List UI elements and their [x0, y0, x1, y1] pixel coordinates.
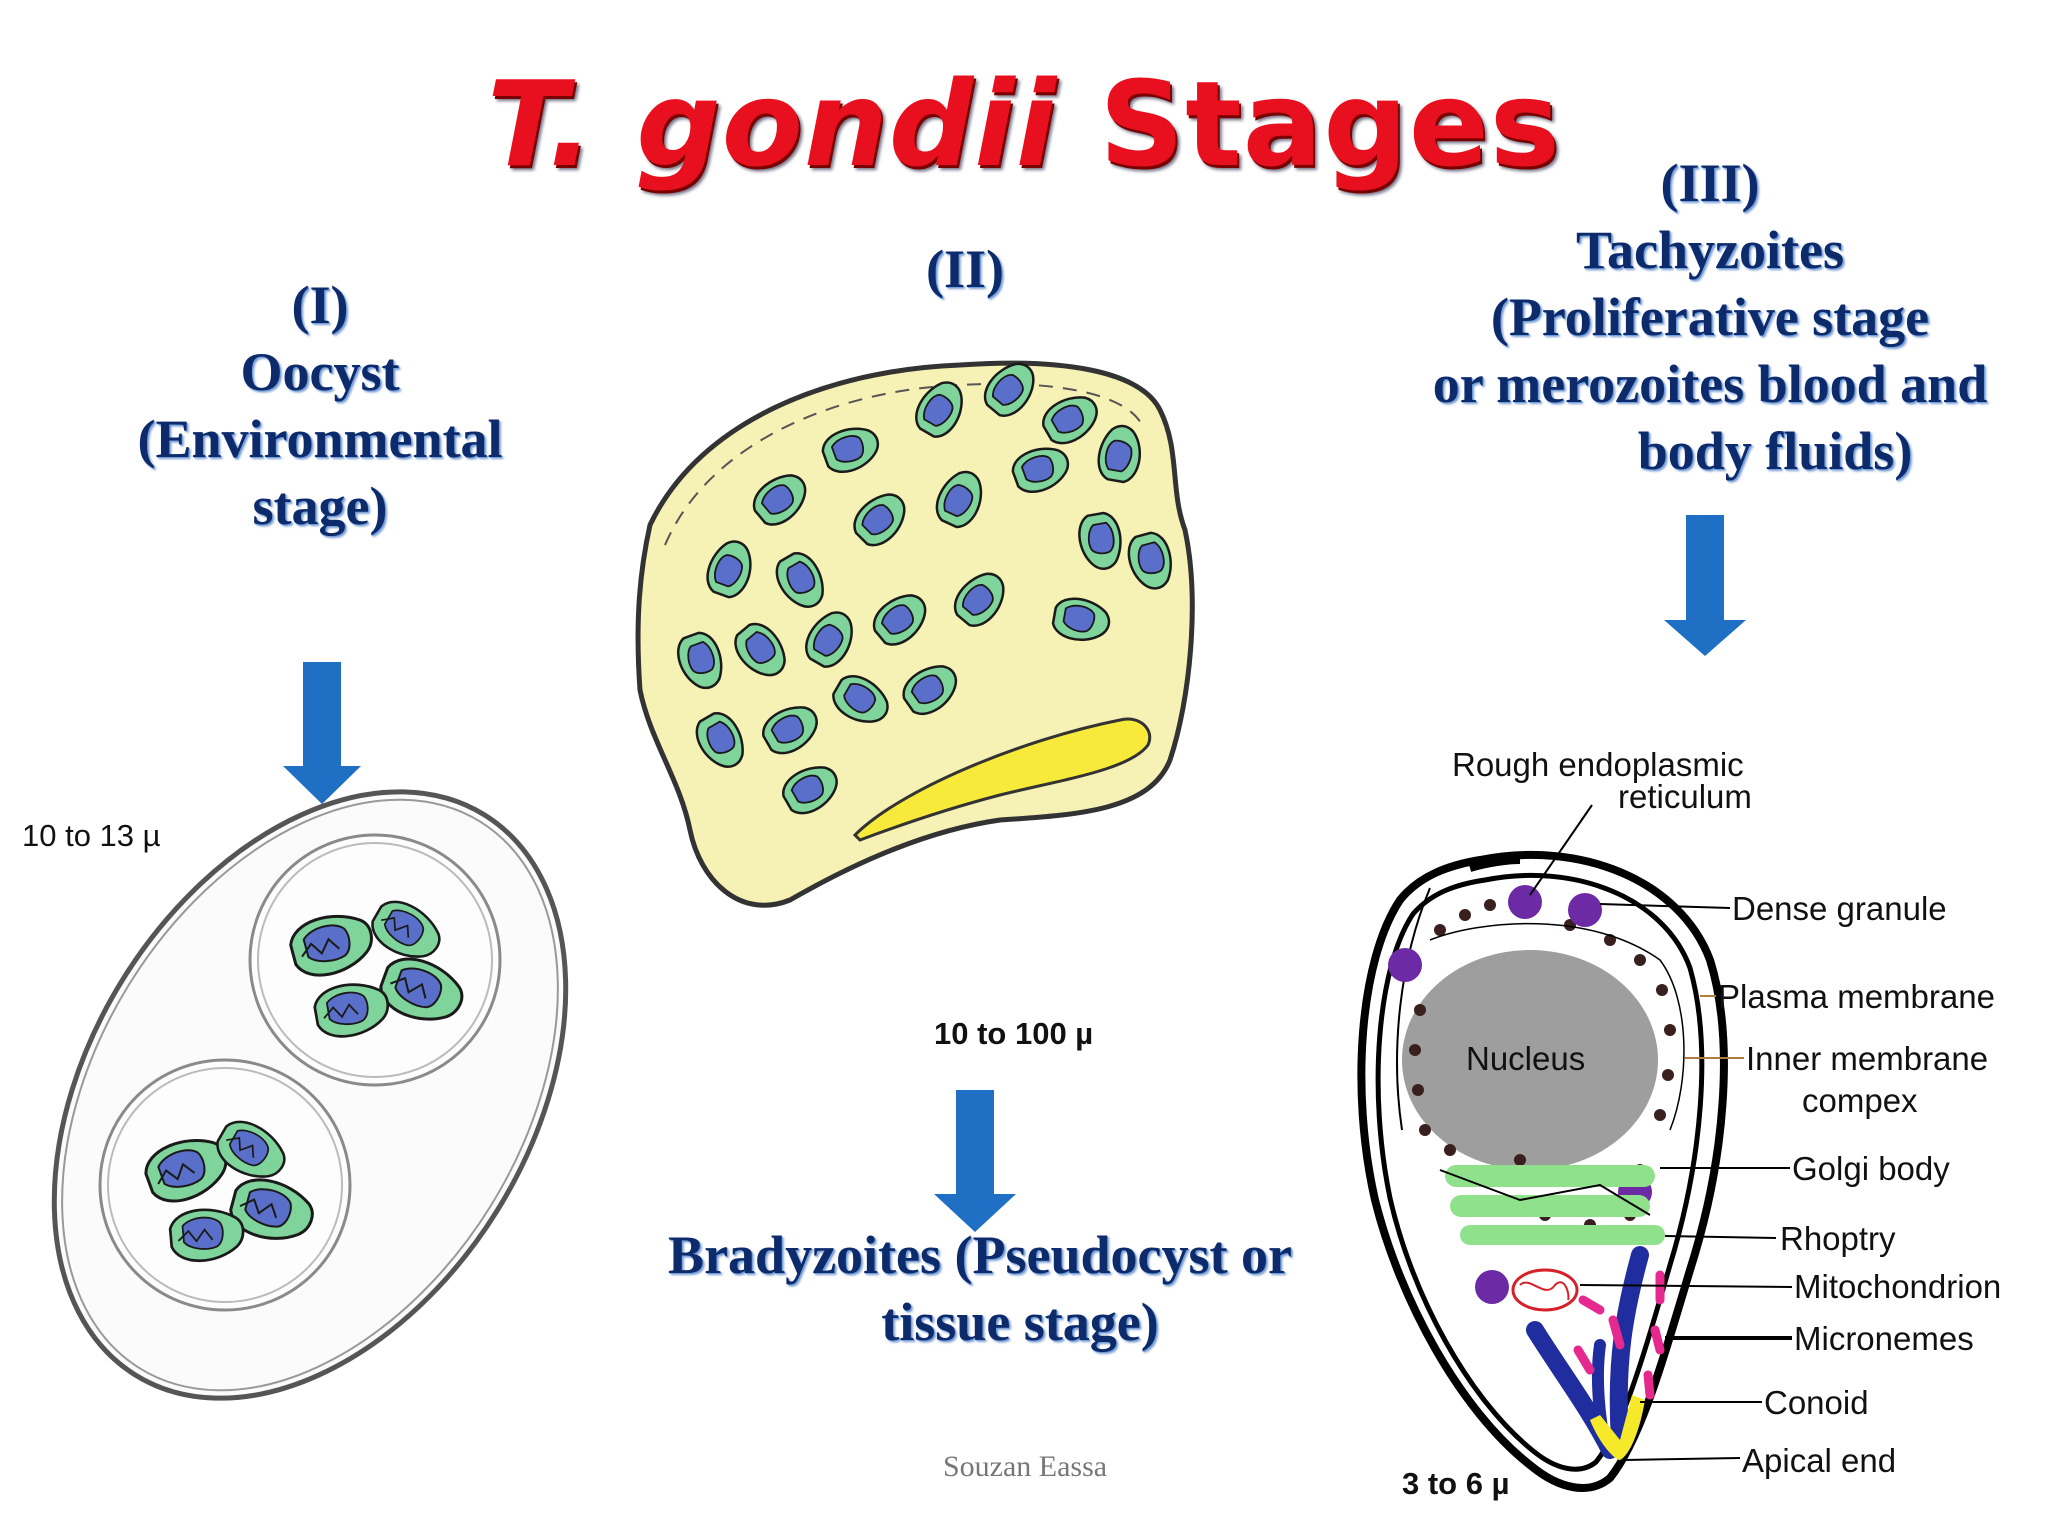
bradyzoites-line1: Bradyzoites (Pseudocyst or	[668, 1225, 1292, 1285]
bradyzoites-caption: Bradyzoites (Pseudocyst or tissue stage)	[600, 1222, 1360, 1356]
stage2-number: (II)	[926, 239, 1004, 299]
conoid	[1590, 1395, 1645, 1460]
oocyst-size-label: 10 to 13 µ	[22, 818, 161, 853]
arrow-stage2	[934, 1090, 1016, 1232]
stage3-heading: (III) Tachyzoites (Proliferative stage o…	[1380, 150, 2040, 485]
stage3-desc2: or merozoites blood and	[1432, 353, 1988, 414]
stage3-desc1: (Proliferative stage	[1490, 286, 1930, 347]
stage2-heading: (II)	[860, 236, 1070, 303]
label-rough-er-2: reticulum	[1618, 778, 1752, 815]
author-credit: Souzan Eassa	[942, 1450, 1108, 1483]
label-nucleus: Nucleus	[1466, 1040, 1586, 1077]
label-plasma-membrane: Plasma membrane	[1718, 978, 1995, 1015]
stage1-name: Oocyst	[240, 341, 400, 402]
leader-lines	[1529, 804, 1793, 1461]
title-rest: Stages	[1057, 55, 1562, 193]
golgi-body	[1445, 1165, 1665, 1245]
nucleus	[1402, 950, 1658, 1170]
label-conoid: Conoid	[1764, 1384, 1869, 1421]
bradyzoites-line2: tissue stage)	[881, 1291, 1159, 1352]
micronemes	[1573, 1270, 1665, 1400]
stage3-name: Tachyzoites	[1576, 219, 1844, 280]
oocyst-illustration	[51, 789, 569, 1401]
stage1-desc1: (Environmental	[137, 408, 503, 469]
page-title: T. gondii Stages	[0, 55, 2048, 193]
label-rough-er-1: Rough endoplasmic	[1452, 746, 1744, 783]
label-apical-end: Apical end	[1742, 1442, 1897, 1479]
label-micronemes: Micronemes	[1794, 1320, 1974, 1357]
stage1-number: (I)	[291, 275, 349, 335]
tachyzoite-illustration	[1357, 804, 1793, 1492]
label-dense-granule: Dense granule	[1732, 890, 1947, 927]
arrow-stage1	[283, 662, 361, 804]
stage3-desc3: body fluids)	[1637, 420, 1913, 481]
label-inner-membrane-2: compex	[1802, 1082, 1918, 1119]
arrow-stage3	[1664, 515, 1746, 656]
label-rhoptry: Rhoptry	[1780, 1220, 1896, 1257]
stage3-number: (III)	[1660, 153, 1760, 213]
title-italic: T. gondii	[486, 55, 1058, 193]
pseudocyst-illustration	[635, 353, 1195, 908]
stage1-desc2: stage)	[252, 475, 388, 536]
label-inner-membrane-1: Inner membrane	[1746, 1040, 1989, 1077]
host-cell-nucleus	[852, 717, 1152, 842]
pseudocyst-size-label: 10 to 100 µ	[934, 1016, 1094, 1051]
tachyzoite-size-label: 3 to 6 µ	[1402, 1466, 1510, 1501]
label-mitochondrion: Mitochondrion	[1794, 1268, 2002, 1305]
dense-granules	[1388, 885, 1652, 1304]
stage1-heading: (I) Oocyst (Environmental stage)	[60, 272, 580, 540]
label-golgi-body: Golgi body	[1792, 1150, 1950, 1187]
